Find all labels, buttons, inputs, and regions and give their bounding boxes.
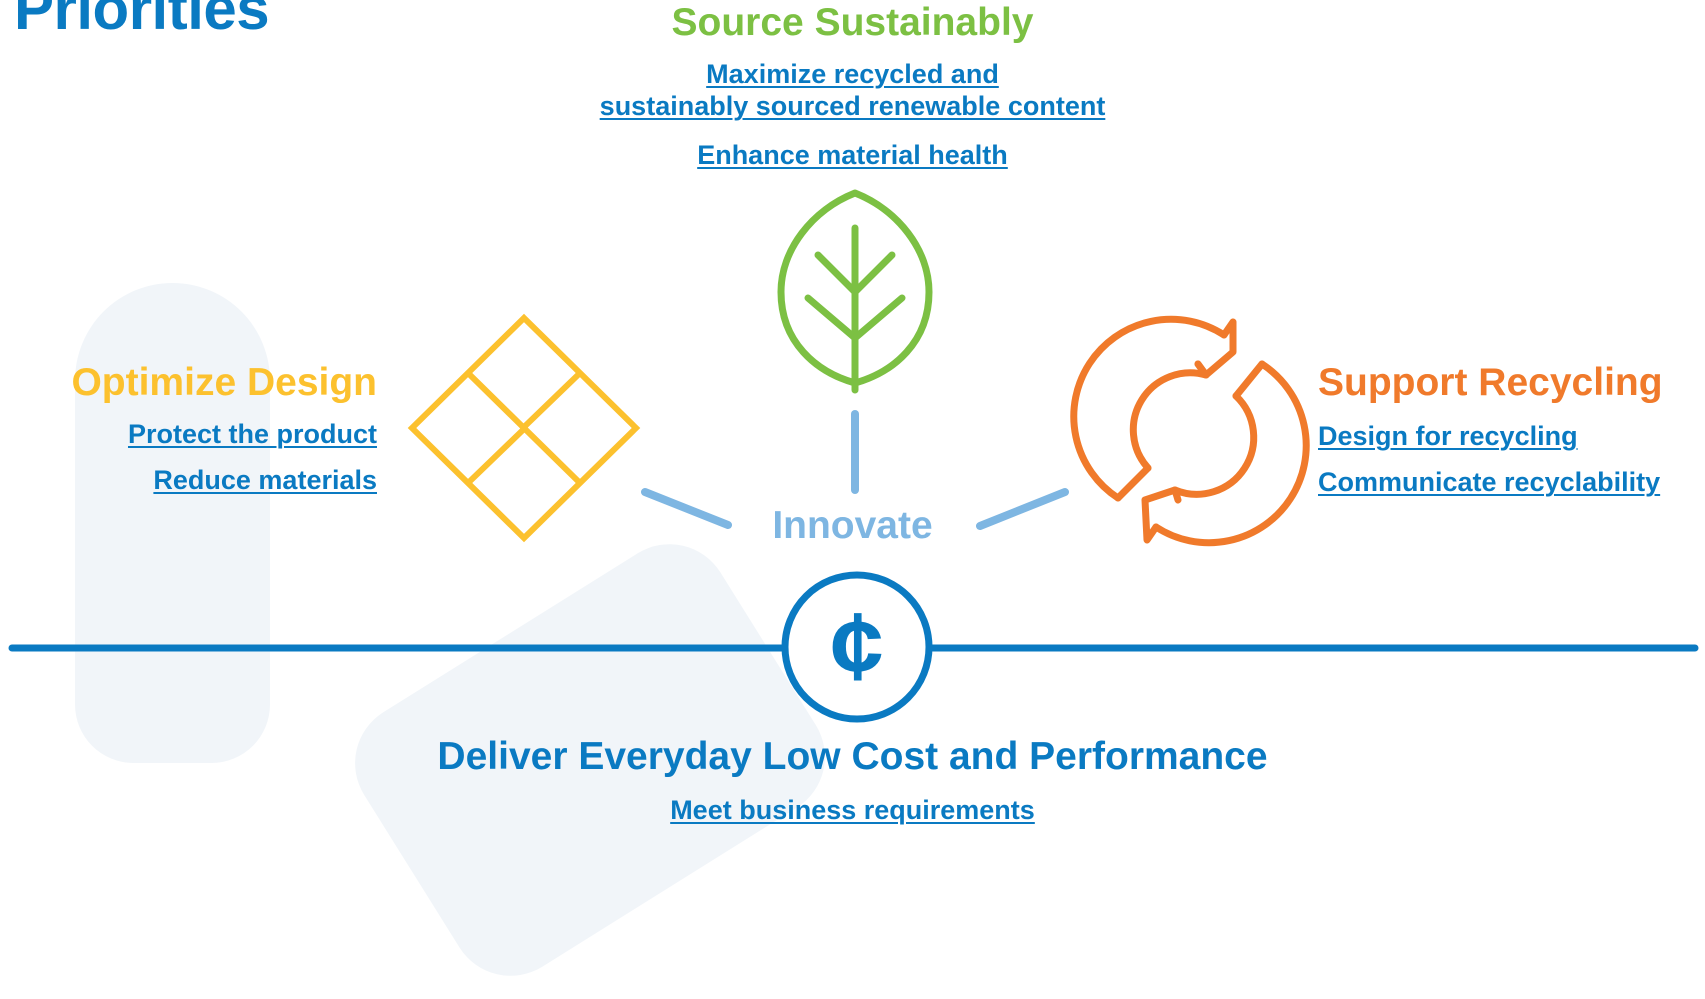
protect-product-link[interactable]: Protect the product xyxy=(127,419,377,449)
reduce-materials-link[interactable]: Reduce materials xyxy=(153,465,377,496)
leaf-icon xyxy=(777,189,933,394)
cost-section: Deliver Everyday Low Cost and Performanc… xyxy=(0,735,1705,779)
support-recycling-heading: Support Recycling xyxy=(1318,361,1663,404)
innovate-label: Innovate xyxy=(772,504,933,547)
connector-line-left xyxy=(641,488,732,529)
communicate-recyclability-link[interactable]: Communicate recyclability xyxy=(1318,467,1661,498)
cost-heading: Deliver Everyday Low Cost and Performanc… xyxy=(437,735,1268,778)
cent-icon: ¢ xyxy=(830,593,884,700)
design-for-recycling-link[interactable]: Design for recycling xyxy=(1318,421,1578,451)
enhance-material-health-link[interactable]: Enhance material health xyxy=(697,140,1008,170)
recycle-arrows-icon xyxy=(1070,315,1310,547)
maximize-recycled-link-line2[interactable]: sustainably sourced renewable content xyxy=(599,91,1106,122)
maximize-recycled-link-line1[interactable]: Maximize recycled and xyxy=(706,59,999,89)
cost-links: Meet business requirements xyxy=(0,794,1705,826)
optimize-design-links: Protect the product Reduce materials xyxy=(128,418,377,497)
meet-business-requirements-link[interactable]: Meet business requirements xyxy=(670,795,1035,825)
support-recycling-section: Support Recycling xyxy=(1318,361,1663,405)
support-recycling-links: Design for recycling Communicate recycla… xyxy=(1318,420,1660,499)
background-bottle-shape xyxy=(75,283,270,763)
innovate-section: Innovate xyxy=(0,504,1705,548)
priorities-diagram xyxy=(8,189,1699,723)
connector-lines xyxy=(641,410,1069,530)
optimize-design-section: Optimize Design xyxy=(71,361,377,405)
source-sustainably-links: Maximize recycled and sustainably source… xyxy=(0,58,1705,123)
source-sustainably-section: Source Sustainably xyxy=(0,1,1705,45)
connector-line-right xyxy=(976,488,1069,530)
cent-circle xyxy=(781,571,933,723)
source-sustainably-heading: Source Sustainably xyxy=(671,1,1034,44)
enhance-material-section: Enhance material health xyxy=(0,139,1705,171)
optimize-design-heading: Optimize Design xyxy=(71,361,377,404)
page-title: Priorities xyxy=(14,0,270,42)
tiles-diamond-icon xyxy=(407,313,641,543)
